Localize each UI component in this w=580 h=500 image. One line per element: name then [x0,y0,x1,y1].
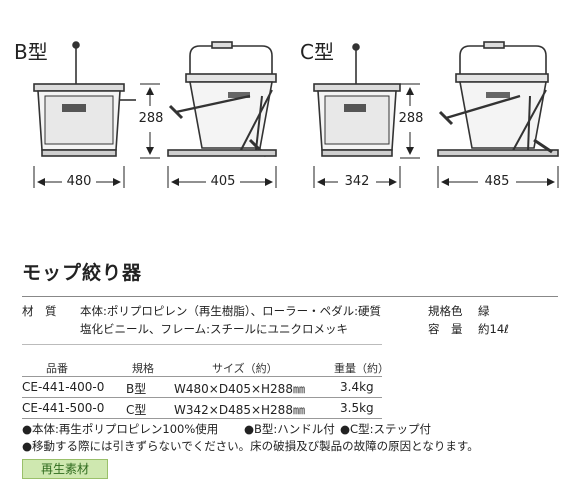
note-recycled-material: ●本体:再生ポリプロピレン100%使用 [22,422,219,436]
b-front-view [33,41,136,157]
b-depth-label: 405 [210,174,236,189]
b-type-label: B型 [14,40,48,64]
color-value: 緑 [478,304,490,318]
table-row-1-weight: 3.4kg [340,380,374,394]
c-side-view [437,41,559,157]
note-moving-warning: ●移動する際には引きずらないでください。床の破損及び製品の故障の原因となります。 [22,439,479,453]
material-line-1: 本体:ポリプロピレン（再生樹脂）、ローラー・ペダル:硬質 [80,304,381,318]
b-height-dimension [140,83,160,159]
table-row-2-part-no: CE-441-500-0 [22,401,105,415]
technical-drawings [33,41,559,188]
material-label: 材 質 [22,304,57,318]
c-depth-label: 485 [484,174,510,189]
table-row-1-part-no: CE-441-400-0 [22,380,105,394]
table-header-weight: 重量（約） [334,362,389,375]
capacity-label: 容 量 [428,322,463,336]
c-front-view [313,43,401,157]
b-side-view [167,41,277,158]
table-row-2-spec: C型 [126,403,147,417]
product-title: モップ絞り器 [22,262,143,284]
b-width-dimension [33,166,125,188]
table-row-2-size: W342×D485×H288㎜ [174,403,305,417]
table-header-part-no: 品番 [46,362,68,375]
table-header-size: サイズ（約） [212,362,278,375]
b-height-label: 288 [138,111,164,126]
c-width-dimension [313,166,401,188]
table-header-rule [22,376,382,377]
c-depth-dimension [437,166,559,188]
table-bottom-rule [22,418,382,419]
note-b-handle: ●B型:ハンドル付 [244,422,335,436]
c-height-dimension [400,83,420,159]
title-divider [22,296,558,297]
table-top-rule [22,344,382,345]
c-height-label: 288 [398,111,424,126]
c-width-label: 342 [344,174,370,189]
material-line-2: 塩化ビニール、フレーム:スチールにユニクロメッキ [80,322,349,336]
recycled-material-badge: 再生素材 [22,459,108,479]
table-row-1-spec: B型 [126,382,147,396]
c-type-label: C型 [300,40,334,64]
table-row-1-size: W480×D405×H288㎜ [174,382,305,396]
table-row-rule [22,397,382,398]
b-width-label: 480 [66,174,92,189]
table-header-spec: 規格 [132,362,154,375]
table-row-2-weight: 3.5kg [340,401,374,415]
note-c-step: ●C型:ステップ付 [340,422,431,436]
capacity-value: 約14ℓ [478,322,509,336]
b-depth-dimension [167,166,277,188]
color-label: 規格色 [428,304,463,318]
